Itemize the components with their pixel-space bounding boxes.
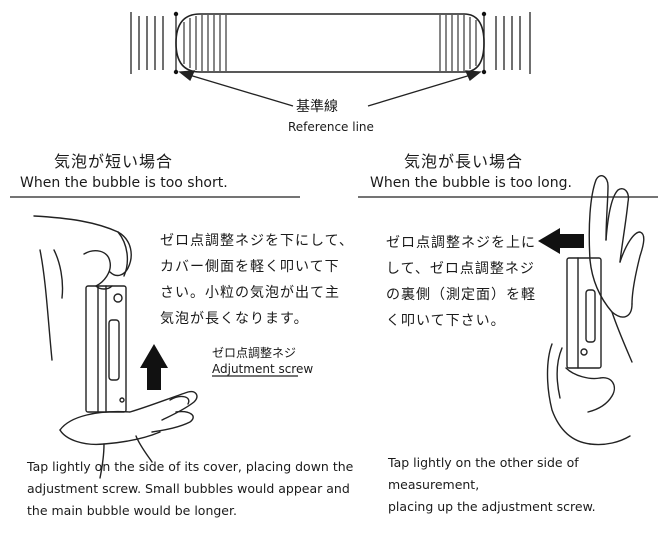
reference-line-jp-label: 基準線 [296,99,338,115]
en-instruction-line: placing up the adjustment screw. [388,499,596,514]
en-instruction-line: Tap lightly on the other side of measure… [388,455,579,492]
short-bubble-en-instructions: Tap lightly on the side of its cover, pl… [27,456,353,522]
long-bubble-jp-title: 気泡が長い場合 [404,152,524,171]
reference-line-en-label: Reference line [288,120,374,134]
long-bubble-jp-instructions: ゼロ点調整ネジを上に して、ゼロ点調整ネジ の裏側（測定面）を軽 く叩いて下さい… [386,230,536,334]
jp-instruction-line: の裏側（測定面）を軽 [386,287,536,303]
short-bubble-jp-instructions: ゼロ点調整ネジを下にして、 カバー側面を軽く叩いて下 さい。小粒の気泡が出て主 … [160,228,354,332]
jp-instruction-line: く叩いて下さい。 [386,313,506,329]
jp-instruction-line: 気泡が長くなります。 [160,311,309,327]
en-instruction-line: Tap lightly on the side of its cover, pl… [27,459,354,474]
adjustment-screw-jp-label: ゼロ点調整ネジ [212,346,297,360]
jp-instruction-line: さい。小粒の気泡が出て主 [160,285,340,301]
long-bubble-en-instructions: Tap lightly on the other side of measure… [388,452,666,518]
long-bubble-en-title: When the bubble is too long. [370,175,572,191]
short-bubble-jp-title: 気泡が短い場合 [54,152,174,171]
short-bubble-en-title: When the bubble is too short. [20,175,228,191]
en-instruction-line: the main bubble would be longer. [27,503,237,518]
en-instruction-line: adjustment screw. Small bubbles would ap… [27,481,350,496]
adjustment-screw-en-label: Adjutment screw [212,362,314,376]
jp-instruction-line: カバー側面を軽く叩いて下 [160,259,340,275]
jp-instruction-line: ゼロ点調整ネジを下にして、 [160,233,354,249]
jp-instruction-line: して、ゼロ点調整ネジ [386,261,535,277]
jp-instruction-line: ゼロ点調整ネジを上に [386,235,536,251]
